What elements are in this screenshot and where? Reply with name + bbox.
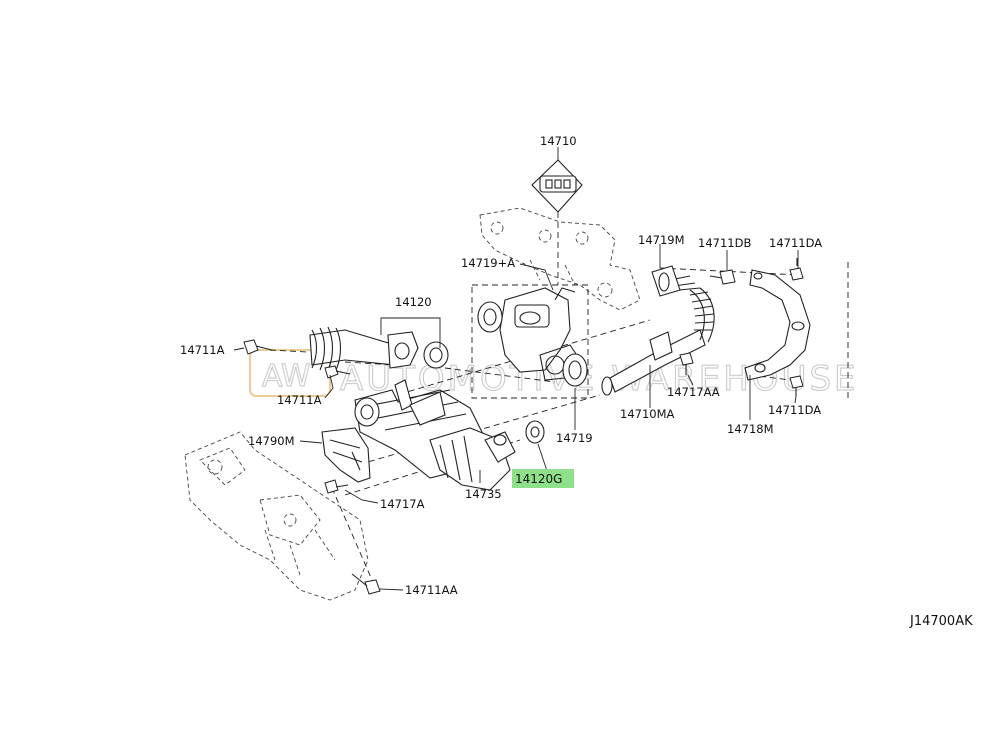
- bolt-14717aa: [679, 352, 694, 375]
- sensor-14710: [531, 152, 583, 285]
- label-14710: 14710: [540, 134, 577, 148]
- label-14711a-lower: 14711A: [277, 393, 322, 407]
- label-14711aa: 14711AA: [405, 583, 458, 597]
- highlight-14120g: [512, 469, 574, 488]
- label-14719m: 14719M: [638, 233, 685, 247]
- label-14790m: 14790M: [248, 434, 295, 448]
- diagram-code: J14700AK: [909, 614, 973, 629]
- label-14711da-bottom: 14711DA: [768, 403, 821, 417]
- label-14710ma: 14710MA: [620, 407, 675, 421]
- egr-tube-14120: [309, 326, 449, 371]
- egr-valve: [477, 287, 588, 387]
- engine-block-ghost: [184, 431, 369, 601]
- label-14711db: 14711DB: [698, 236, 751, 250]
- bellows: [669, 275, 715, 331]
- part-labels: 14710 14719+A 14120 14711A 14711A 14790M…: [180, 134, 822, 597]
- label-14711da-top: 14711DA: [769, 236, 822, 250]
- egr-pipe-14710ma: [601, 265, 715, 396]
- bolts: [243, 258, 804, 595]
- bolt-14711a-lower: [324, 365, 351, 379]
- label-14719: 14719: [556, 431, 593, 445]
- bolt-14717a: [324, 479, 349, 494]
- bolt-14711db: [709, 269, 736, 285]
- bolt-14711da-top: [789, 258, 804, 281]
- egr-cooler-14735: [354, 379, 545, 491]
- label-14718m: 14718M: [727, 422, 774, 436]
- label-14717a: 14717A: [380, 497, 425, 511]
- watermark-logo: AW: [262, 359, 311, 394]
- bolt-14711da-bottom: [789, 375, 804, 396]
- label-14120g: 14120G: [515, 472, 562, 486]
- manifold-ghost: [479, 207, 641, 311]
- heat-shield-14790m: [321, 427, 371, 483]
- bolt-14711aa: [351, 573, 381, 595]
- label-14120: 14120: [395, 295, 432, 309]
- bolt-14711a-left: [243, 339, 273, 355]
- label-14719a: 14719+A: [461, 256, 515, 270]
- label-14717aa: 14717AA: [667, 385, 720, 399]
- label-14735: 14735: [465, 487, 502, 501]
- bracket-14718m: [744, 269, 811, 381]
- label-14711a-left: 14711A: [180, 343, 225, 357]
